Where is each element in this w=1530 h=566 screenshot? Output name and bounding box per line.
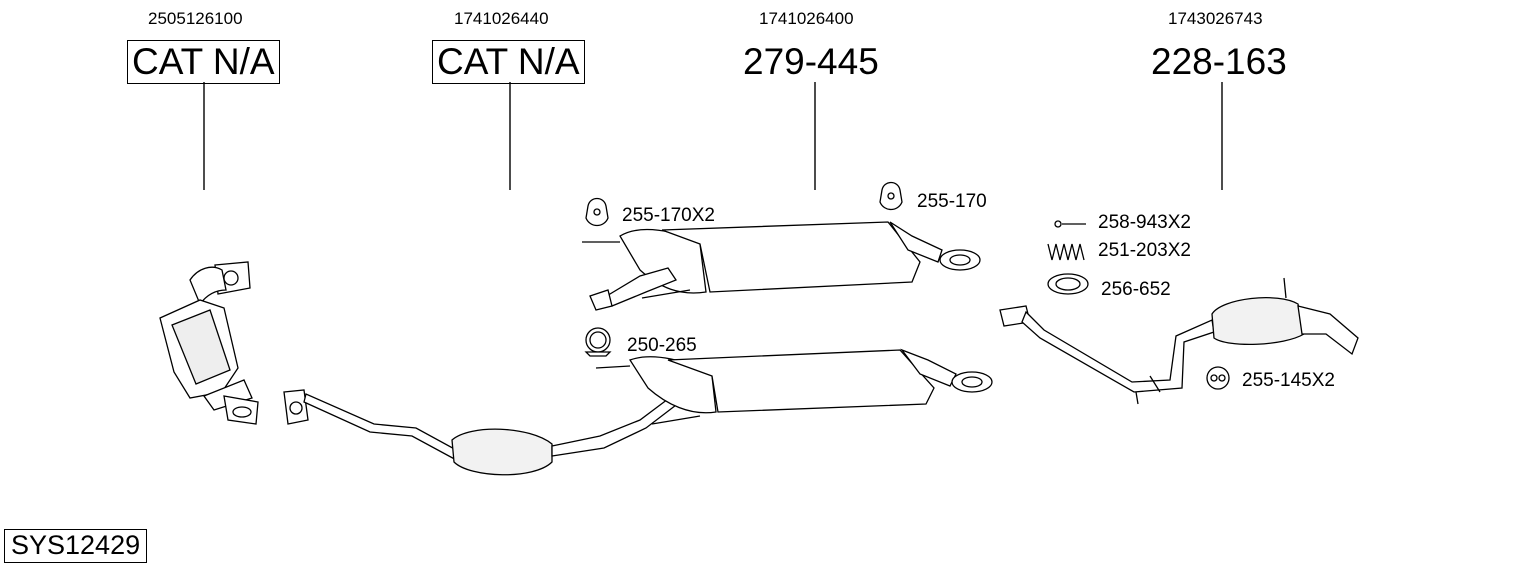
accessory-label-250-265: 250-265 — [627, 335, 697, 356]
middle-pipe-catalytic-drawing — [283, 389, 682, 476]
rubber-mount-icon-255-145x2 — [1206, 366, 1230, 390]
oem-number-col4: 1743026743 — [1168, 9, 1263, 28]
hanger-icon-255-170 — [879, 181, 903, 211]
lower-muffler-drawing — [595, 348, 993, 425]
rear-section-drawing — [999, 277, 1359, 405]
oem-number-col1: 2505126100 — [148, 9, 243, 28]
part-label-col2: CAT N/A — [432, 40, 585, 84]
system-code-box: SYS12429 — [4, 529, 148, 563]
oem-number-col2: 1741026440 — [454, 9, 549, 28]
hanger-icon-255-170x2 — [585, 197, 609, 227]
accessory-label-256-652: 256-652 — [1101, 279, 1171, 300]
accessory-label-255-170: 255-170 — [917, 191, 987, 212]
upper-muffler-drawing — [582, 221, 981, 311]
accessory-label-258-943x2: 258-943X2 — [1098, 212, 1191, 233]
gasket-icon-256-652 — [1047, 273, 1089, 295]
clamp-icon-250-265 — [584, 327, 612, 357]
accessory-label-251-203x2: 251-203X2 — [1098, 240, 1191, 261]
spring-icon-251-203x2 — [1047, 243, 1085, 261]
part-label-col3: 279-445 — [743, 41, 879, 82]
bolt-icon-258-943x2 — [1054, 220, 1086, 228]
oem-number-col3: 1741026400 — [759, 9, 854, 28]
front-catalytic-converter-drawing — [159, 261, 259, 425]
accessory-label-255-170x2: 255-170X2 — [622, 205, 715, 226]
part-label-col1: CAT N/A — [127, 40, 280, 84]
accessory-label-255-145x2: 255-145X2 — [1242, 370, 1335, 391]
part-label-col4: 228-163 — [1151, 41, 1287, 82]
